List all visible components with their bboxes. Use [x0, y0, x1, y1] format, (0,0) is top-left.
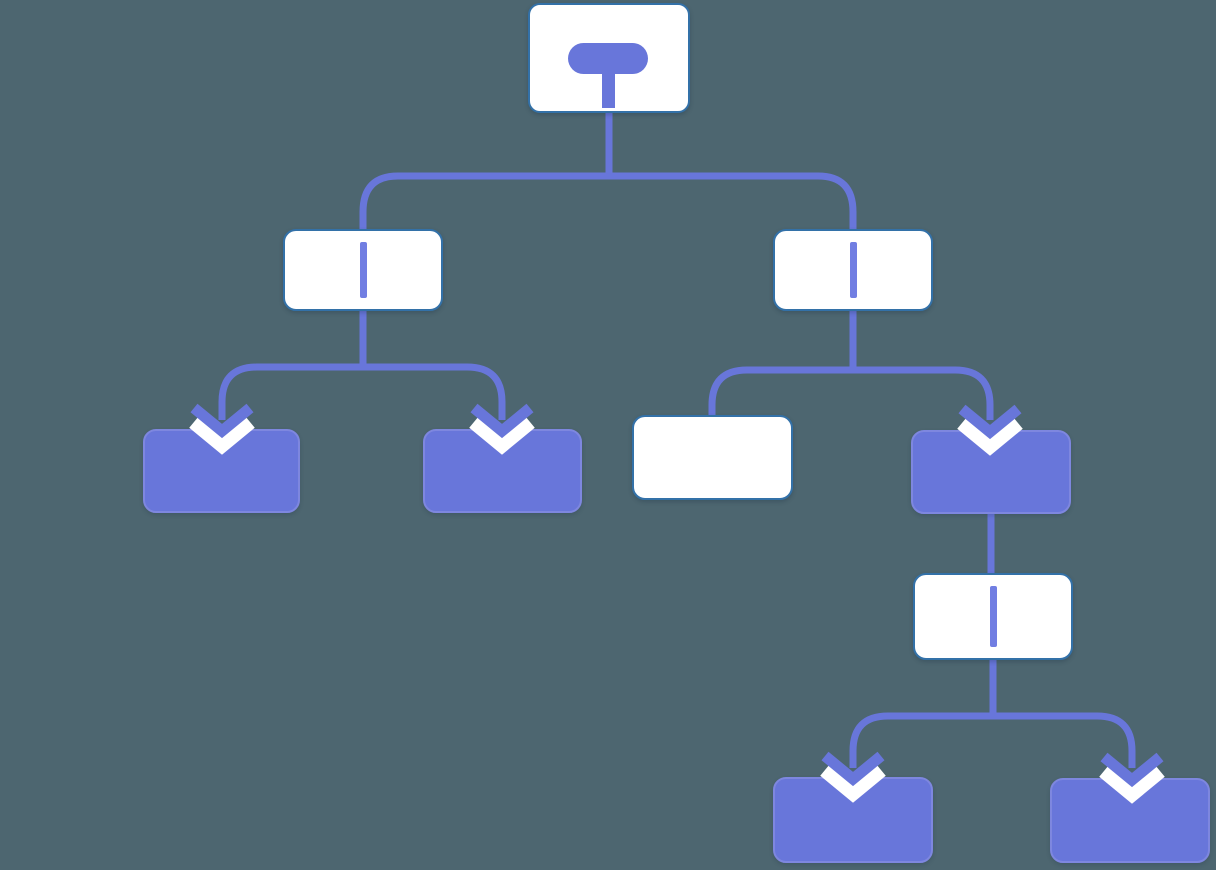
- edge-right-split: [708, 366, 994, 420]
- center-bar-icon: [989, 586, 997, 647]
- node-leaf-left-a[interactable]: [143, 429, 300, 513]
- node-branch-right[interactable]: [773, 229, 933, 311]
- root-pill-icon: [568, 43, 648, 74]
- edge-bottom-split: [849, 712, 1136, 768]
- center-bar-icon: [359, 242, 367, 298]
- node-branch-lower[interactable]: [913, 573, 1073, 660]
- node-root[interactable]: [528, 3, 690, 113]
- node-leaf-bottom-a[interactable]: [773, 777, 933, 863]
- edge-level1-split: [359, 172, 857, 238]
- node-leaf-left-b[interactable]: [423, 429, 582, 513]
- node-child-plain[interactable]: [632, 415, 793, 500]
- node-leaf-bottom-b[interactable]: [1050, 778, 1210, 863]
- edge-left-split: [218, 363, 506, 420]
- node-child-purple[interactable]: [911, 430, 1071, 514]
- center-bar-icon: [849, 242, 857, 298]
- node-branch-left[interactable]: [283, 229, 443, 311]
- root-pill-stem: [601, 71, 615, 108]
